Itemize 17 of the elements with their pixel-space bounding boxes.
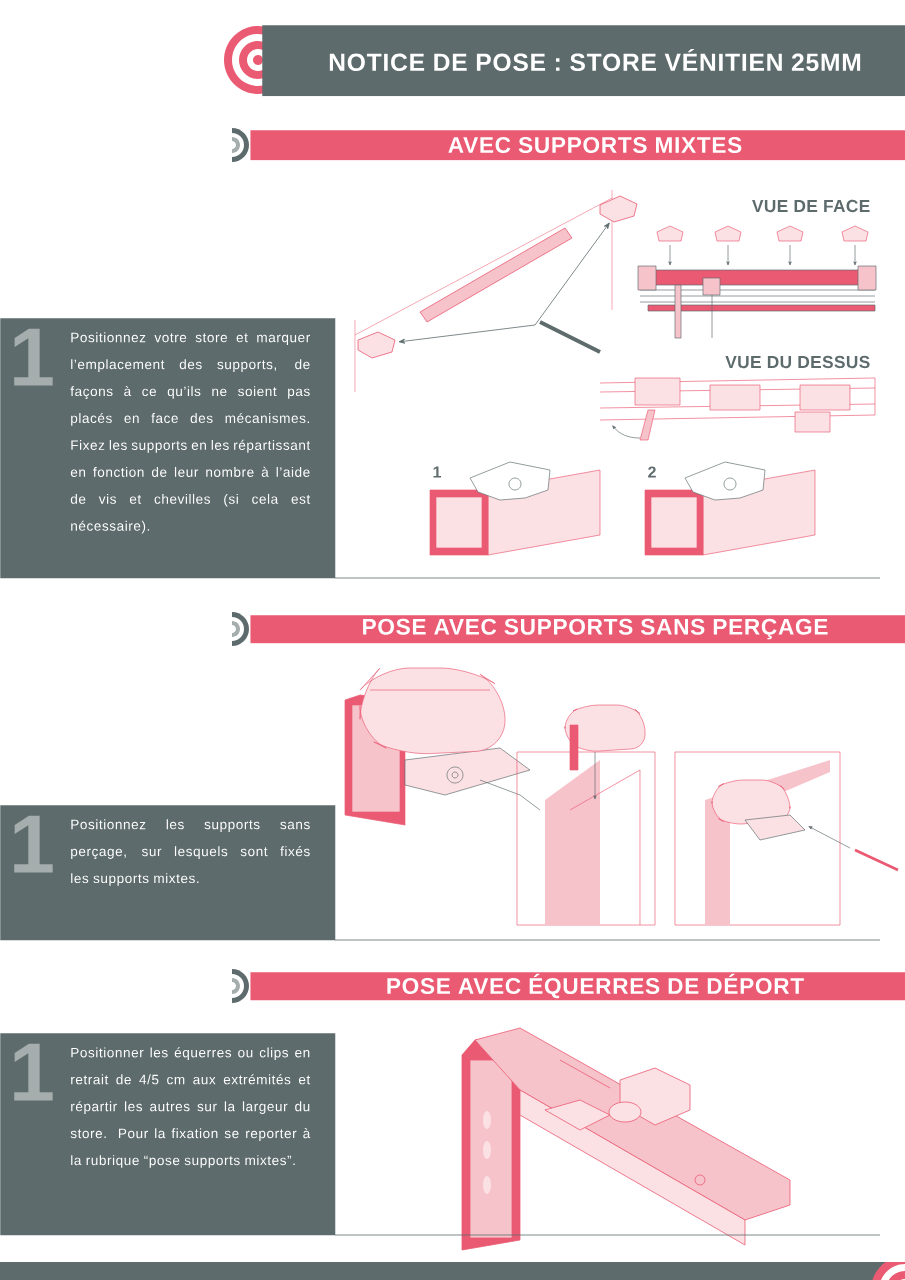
section-header: POSE AVEC ÉQUERRES DE DÉPORT [214, 968, 905, 1004]
title-band: NOTICE DE POSE : STORE VÉNITIEN 25MM [224, 25, 905, 97]
step-panel [0, 805, 336, 941]
step-number: 1 [14, 328, 53, 386]
view-title: VUE DU DESSUS [725, 355, 870, 369]
step-panel [0, 318, 336, 579]
step-panel [0, 1033, 336, 1236]
instruction-text: Positionner les équerres ou clips en retrait de 4/5 cm aux extrémités et répartir les autres sur la largeur du store. Pour la fixation se reporter à la rubrique “pose supports mixtes”. [70, 1047, 311, 1168]
instruction-text: Positionnez votre store et marquer l’emplacement des supports, de façons à ce qu’ils ne soient pas placés en face des mécanismes. Fixez les supports en les répartissant en fonction de leur nombre à l’aide de vis et chevilles (si cela est nécessaire). [70, 332, 311, 534]
step-number: 1 [14, 1043, 53, 1101]
section-header: AVEC SUPPORTS MIXTES [214, 127, 905, 163]
step-label: 2 [648, 466, 656, 478]
view-title: VUE DE FACE [752, 199, 870, 213]
step-label: 1 [433, 466, 441, 478]
step-number: 1 [14, 815, 53, 873]
section-header: POSE AVEC SUPPORTS SANS PERÇAGE [214, 611, 905, 647]
instruction-text: Positionnez les supports sans perçage, sur lesquels sont fixés les supports mixtes. [71, 819, 310, 886]
